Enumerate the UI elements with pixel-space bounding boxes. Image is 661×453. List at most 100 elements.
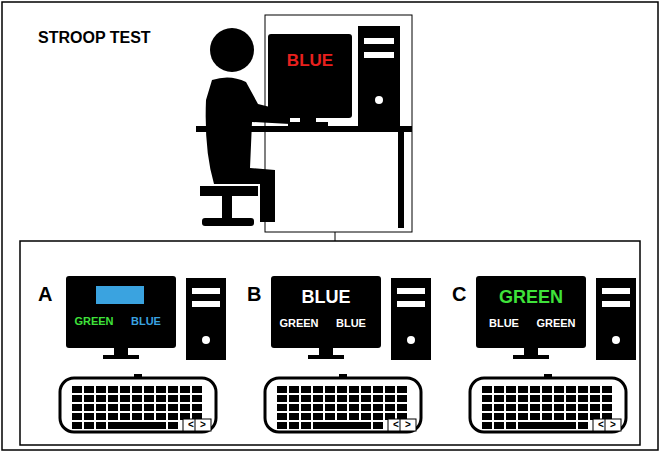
space-bar	[108, 422, 166, 429]
key	[180, 386, 190, 393]
space-bar	[518, 422, 576, 429]
drive-slot	[397, 288, 425, 294]
monitor-neck	[524, 348, 538, 356]
keyboard-cable	[339, 374, 347, 378]
key	[530, 404, 540, 411]
leader-line	[335, 232, 336, 241]
key	[301, 422, 311, 429]
key	[325, 413, 335, 420]
keyboard-cable	[134, 374, 142, 378]
key	[566, 386, 576, 393]
key	[132, 404, 142, 411]
key	[566, 404, 576, 411]
drive-slot	[192, 301, 220, 307]
key-label: >	[405, 420, 411, 430]
inset-panel	[20, 241, 640, 445]
computer-tower	[186, 278, 226, 360]
panel-letter: B	[247, 284, 261, 304]
key	[349, 386, 359, 393]
key	[277, 386, 287, 393]
title: STROOP TEST	[38, 30, 151, 46]
arrow-key	[605, 419, 621, 431]
screen-word: BLUE	[336, 318, 366, 329]
key	[494, 413, 504, 420]
key	[72, 422, 82, 429]
key	[192, 404, 202, 411]
screen-word: GREEN	[499, 288, 563, 306]
key	[590, 386, 600, 393]
key	[578, 386, 588, 393]
key	[494, 386, 504, 393]
drive-slot	[192, 288, 220, 294]
key	[578, 413, 588, 420]
screen-word: GREEN	[74, 316, 113, 327]
key	[192, 395, 202, 402]
screen-word: GREEN	[279, 318, 318, 329]
key	[373, 413, 383, 420]
key	[578, 422, 588, 429]
key	[120, 404, 130, 411]
key	[277, 413, 287, 420]
arrow-key	[195, 419, 211, 431]
key	[530, 386, 540, 393]
arrow-key	[400, 419, 416, 431]
key	[506, 395, 516, 402]
key	[192, 386, 202, 393]
monitor-neck	[114, 348, 128, 356]
key	[144, 386, 154, 393]
drive-slot	[602, 288, 630, 294]
key	[373, 386, 383, 393]
monitor-screen: GREENBLUEGREEN	[476, 276, 586, 348]
key	[132, 413, 142, 420]
key	[361, 395, 371, 402]
key	[349, 413, 359, 420]
key	[482, 413, 492, 420]
key	[120, 386, 130, 393]
key	[373, 422, 383, 429]
key	[289, 386, 299, 393]
key	[518, 386, 528, 393]
key	[554, 413, 564, 420]
key	[289, 395, 299, 402]
key	[168, 413, 178, 420]
computer-tower	[596, 278, 636, 360]
keyboard-cable	[544, 374, 552, 378]
color-patch	[96, 286, 144, 304]
key	[506, 386, 516, 393]
key	[84, 395, 94, 402]
screen-word: BLUE	[302, 288, 351, 306]
power-button	[202, 336, 210, 344]
key	[289, 404, 299, 411]
key	[120, 395, 130, 402]
key	[168, 404, 178, 411]
key	[84, 386, 94, 393]
key	[108, 404, 118, 411]
key	[518, 395, 528, 402]
key	[506, 404, 516, 411]
key	[301, 386, 311, 393]
key	[590, 395, 600, 402]
key	[542, 413, 552, 420]
key	[144, 413, 154, 420]
screen-word: BLUE	[131, 316, 161, 327]
key	[397, 386, 407, 393]
key	[72, 413, 82, 420]
key	[337, 386, 347, 393]
drive-slot	[602, 301, 630, 307]
key	[542, 386, 552, 393]
power-button	[612, 336, 620, 344]
key	[72, 404, 82, 411]
key	[361, 386, 371, 393]
keyboard	[60, 378, 216, 432]
key	[277, 404, 287, 411]
key	[313, 413, 323, 420]
computer-tower	[391, 278, 431, 360]
key	[397, 404, 407, 411]
key	[313, 404, 323, 411]
monitor-base	[103, 355, 139, 359]
key	[554, 395, 564, 402]
key	[482, 404, 492, 411]
key-label: <	[598, 420, 604, 430]
key	[397, 395, 407, 402]
key	[72, 395, 82, 402]
